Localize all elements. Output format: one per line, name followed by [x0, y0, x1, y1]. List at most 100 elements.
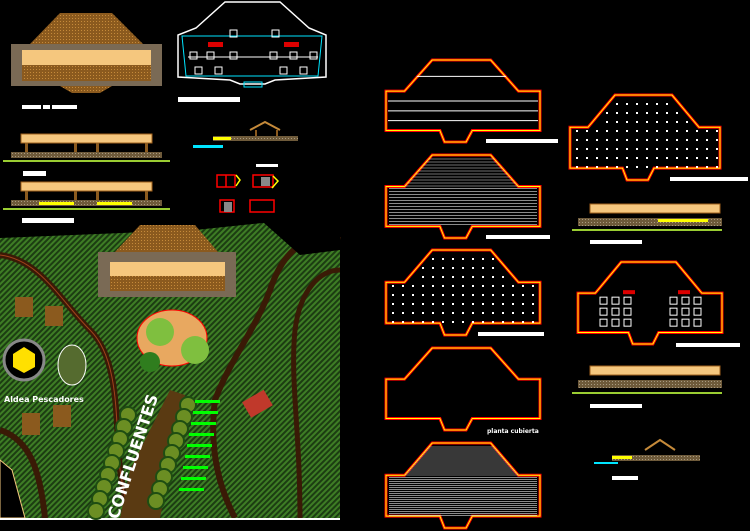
column-dot: [402, 285, 404, 287]
tree: [147, 492, 165, 510]
column-dot: [412, 321, 414, 323]
plan-outline-yellow: [385, 347, 541, 431]
column-dot: [412, 303, 414, 305]
column-dot: [402, 321, 404, 323]
column-dot: [412, 285, 414, 287]
green-marker: [185, 455, 210, 458]
plan-outline-yellow: [385, 154, 541, 239]
table-icon: [269, 51, 278, 60]
table-icon: [611, 307, 620, 316]
green-marker: [189, 433, 214, 436]
column-dot: [666, 121, 668, 123]
table-icon: [289, 51, 298, 60]
column-dot: [472, 303, 474, 305]
column-dot: [676, 157, 678, 159]
column-dot: [422, 276, 424, 278]
column-dot: [636, 103, 638, 105]
column-dot: [492, 258, 494, 260]
column-dot: [492, 267, 494, 269]
column-dot: [606, 121, 608, 123]
column-dot: [636, 157, 638, 159]
column-dot: [656, 130, 658, 132]
bar-counter: [678, 290, 690, 295]
column-dot: [586, 139, 588, 141]
column-dot: [512, 303, 514, 305]
furniture-tables: [189, 29, 318, 75]
column-dot: [706, 166, 708, 168]
column-dot: [442, 276, 444, 278]
column-dot: [656, 139, 658, 141]
column-dot: [646, 157, 648, 159]
column-dot: [686, 121, 688, 123]
table-icon: [229, 29, 238, 38]
column-dot: [656, 148, 658, 150]
column-dot: [462, 285, 464, 287]
column-dot: [402, 294, 404, 296]
column-dot: [392, 312, 394, 314]
column-dot: [656, 121, 658, 123]
title-bar: [676, 343, 740, 347]
table-icon: [623, 318, 632, 327]
column-dot: [532, 294, 534, 296]
column-dot: [636, 139, 638, 141]
section-right: [594, 438, 700, 480]
plan-7: [576, 260, 740, 347]
green-marker: [191, 422, 216, 425]
column-dot: [432, 276, 434, 278]
column-dot: [676, 130, 678, 132]
elevation-right-2: [572, 365, 722, 408]
column-dot: [492, 303, 494, 305]
column-dot: [616, 121, 618, 123]
column-dot: [422, 303, 424, 305]
column-dot: [442, 267, 444, 269]
column-dot: [412, 312, 414, 314]
plan-outline-yellow: [385, 442, 541, 529]
column-dot: [452, 258, 454, 260]
green-marker: [193, 411, 218, 414]
column-dot: [392, 285, 394, 287]
column-dot: [676, 112, 678, 114]
column-dot: [646, 148, 648, 150]
column-dot: [502, 321, 504, 323]
roof-plan-label: planta cubierta: [487, 428, 539, 435]
plan-1: [384, 58, 558, 144]
table-icon: [693, 318, 702, 327]
column-dot: [606, 166, 608, 168]
table-icon: [623, 296, 632, 305]
column-dot: [422, 267, 424, 269]
column-dot: [492, 312, 494, 314]
column-dot: [532, 285, 534, 287]
title-bars-roof-plan: [22, 105, 77, 109]
table-icon: [194, 66, 203, 75]
green-marker: [183, 466, 208, 469]
column-dot: [666, 139, 668, 141]
plan-outline-yellow: [385, 59, 541, 143]
column-dot: [462, 303, 464, 305]
title-bar: [670, 177, 748, 181]
column-dot: [442, 285, 444, 287]
column-dot: [432, 267, 434, 269]
column-dot: [502, 303, 504, 305]
column-dot: [472, 267, 474, 269]
table-icon: [229, 51, 238, 60]
green-marker: [187, 444, 212, 447]
column-dot: [626, 121, 628, 123]
column-dot: [482, 303, 484, 305]
table-icon: [681, 307, 690, 316]
column-dot: [616, 103, 618, 105]
column-dot: [576, 139, 578, 141]
column-dot: [596, 157, 598, 159]
table-icon: [693, 307, 702, 316]
column-dot: [422, 294, 424, 296]
column-dot: [576, 166, 578, 168]
construction-details: [216, 174, 280, 213]
table-icon: [599, 307, 608, 316]
column-dot: [586, 130, 588, 132]
column-dot: [716, 130, 718, 132]
column-dot: [626, 166, 628, 168]
table-icon: [271, 29, 280, 38]
column-dot: [442, 312, 444, 314]
column-dot: [636, 112, 638, 114]
column-dot: [532, 321, 534, 323]
column-dot: [696, 130, 698, 132]
